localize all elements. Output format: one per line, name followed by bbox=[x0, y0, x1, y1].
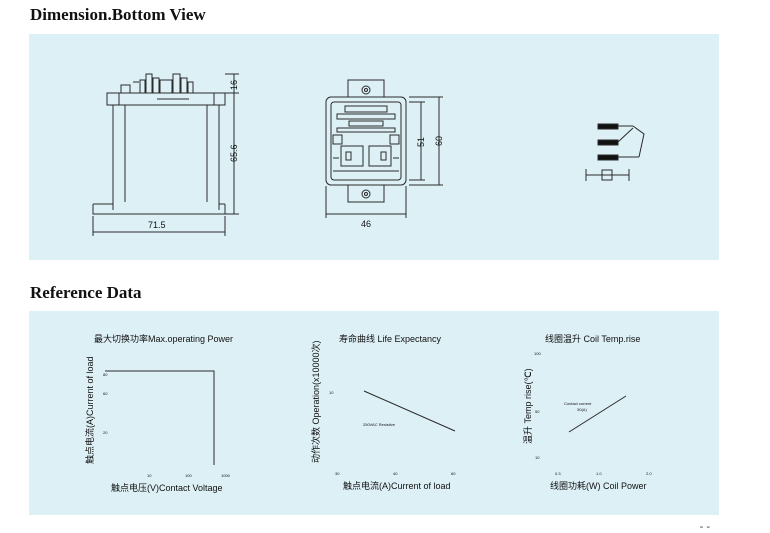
power-chart: 最大切换功率Max.operating Power 触点电流(A)Current… bbox=[84, 333, 233, 493]
power-xtick: 100 bbox=[185, 473, 192, 478]
life-chart-annotation: 250VAC Resistive bbox=[363, 422, 396, 427]
life-xtick: 60 bbox=[451, 471, 456, 476]
dim-label-46: 46 bbox=[361, 219, 371, 229]
life-chart-xlabel: 触点电流(A)Current of load bbox=[343, 480, 451, 491]
power-chart-ylabel: 触点电流(A)Current of load bbox=[84, 356, 95, 464]
temp-xtick: 1.0 bbox=[596, 471, 602, 476]
temp-chart-xlabel: 线圈功耗(W) Coil Power bbox=[550, 480, 647, 491]
power-ytick: 20 bbox=[103, 430, 108, 435]
temp-xtick: 0.3 bbox=[555, 471, 561, 476]
power-chart-title: 最大切换功率Max.operating Power bbox=[94, 333, 233, 344]
dim-label-65-6: 65.6 bbox=[229, 144, 239, 162]
temp-ytick: 10 bbox=[535, 455, 540, 460]
life-chart-line bbox=[363, 390, 456, 432]
temp-ytick: 100 bbox=[534, 351, 541, 356]
temp-xtick: 2.0 bbox=[646, 471, 652, 476]
temp-chart-annotation-line2: 30(A) bbox=[577, 407, 587, 412]
wiring-schematic bbox=[585, 123, 645, 181]
power-xtick: 10 bbox=[147, 473, 152, 478]
reference-heading: Reference Data bbox=[30, 283, 142, 302]
life-xtick: 30 bbox=[335, 471, 340, 476]
temp-ytick: 50 bbox=[535, 409, 540, 414]
relay-side-view bbox=[92, 73, 239, 236]
reference-charts: 最大切换功率Max.operating Power 触点电流(A)Current… bbox=[84, 333, 652, 493]
temp-chart-title: 线圈温升 Coil Temp.rise bbox=[545, 333, 640, 344]
dimension-drawing: 16 65.6 71.5 51 60 46 bbox=[92, 73, 645, 236]
power-xtick: 1000 bbox=[221, 473, 231, 478]
power-chart-xlabel: 触点电压(V)Contact Voltage bbox=[111, 482, 223, 493]
dim-label-60: 60 bbox=[434, 136, 444, 146]
dim-label-71-5: 71.5 bbox=[148, 220, 166, 230]
temp-chart-annotation-line1: Contact current bbox=[564, 401, 592, 406]
dimension-panel: 16 65.6 71.5 51 60 46 bbox=[29, 34, 719, 260]
power-chart-line bbox=[105, 370, 215, 465]
relay-bottom-view bbox=[325, 79, 443, 218]
temp-chart-line bbox=[568, 395, 627, 433]
page-number-fragment: - - bbox=[699, 521, 710, 533]
life-chart-title: 寿命曲线 Life Expectancy bbox=[339, 333, 442, 344]
life-chart-ylabel: 动作次数 Operation(x10000次) bbox=[310, 340, 321, 463]
dim-label-51: 51 bbox=[416, 137, 426, 147]
life-chart: 寿命曲线 Life Expectancy 动作次数 Operation(x100… bbox=[310, 333, 456, 491]
power-ytick: 80 bbox=[103, 372, 108, 377]
reference-panel: 最大切换功率Max.operating Power 触点电流(A)Current… bbox=[29, 311, 719, 515]
life-ytick: 10 bbox=[329, 390, 334, 395]
dim-label-16: 16 bbox=[229, 80, 239, 90]
power-ytick: 60 bbox=[103, 391, 108, 396]
dimension-heading: Dimension.Bottom View bbox=[30, 5, 206, 24]
temp-chart: 线圈温升 Coil Temp.rise 温升 Temp rise(℃) 线圈功耗… bbox=[523, 333, 652, 491]
temp-chart-ylabel: 温升 Temp rise(℃) bbox=[523, 368, 533, 444]
life-xtick: 40 bbox=[393, 471, 398, 476]
